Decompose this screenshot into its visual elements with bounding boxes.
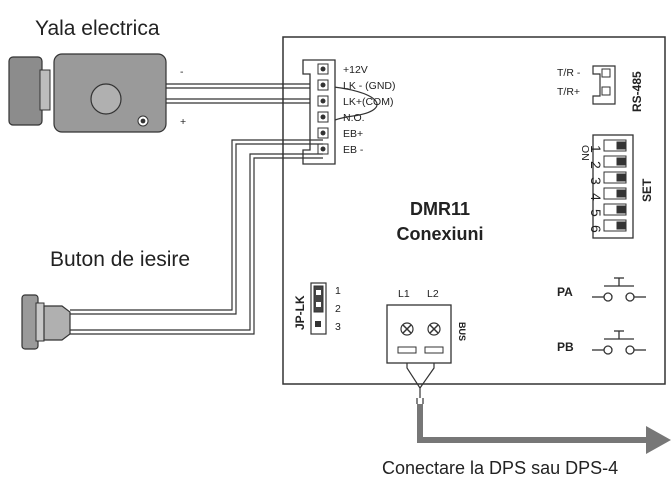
dip-number-6: 6: [588, 225, 604, 233]
rs485-connector: [592, 65, 616, 105]
terminal-pins: [317, 63, 329, 155]
lock-title: Yala electrica: [35, 17, 160, 40]
rs485-pin-plus: T/R+: [557, 86, 580, 98]
bus-pin-l1: L1: [398, 288, 410, 300]
jp-lk-jumper: [310, 282, 327, 335]
exit-button-device: [21, 294, 71, 350]
lock-wires: [166, 83, 378, 126]
exit-button-title: Buton de iesire: [50, 248, 190, 271]
bus-title: BUS: [457, 322, 467, 341]
pin-label-lk-gnd: LK - (GND): [343, 80, 396, 92]
board-subtitle: Conexiuni: [396, 224, 483, 244]
board-model: DMR11: [410, 199, 470, 219]
exit-button-wires: [70, 139, 323, 335]
jumper-pin-3: 3: [335, 321, 341, 333]
rs485-pin-minus: T/R -: [557, 67, 581, 79]
jumper-pin-1: 1: [335, 285, 341, 297]
dip-number-2: 2: [588, 161, 604, 169]
rs485-title: RS-485: [630, 71, 644, 112]
direction-arrow: [417, 404, 671, 454]
electric-lock: [8, 53, 167, 133]
footer-caption: Conectare la DPS sau DPS-4: [382, 458, 618, 478]
pin-label-eb-plus: EB+: [343, 128, 363, 140]
pb-pushbutton: [592, 330, 646, 355]
dip-switch-title: SET: [640, 178, 654, 202]
dip-number-1: 1: [588, 145, 604, 153]
pa-label: PA: [557, 285, 573, 299]
jumper-pin-2: 2: [335, 303, 341, 315]
bus-terminal: [386, 304, 452, 364]
lock-plus-label: +: [180, 116, 186, 128]
pin-label-lk-com: LK+(COM): [343, 96, 393, 108]
pin-label-eb-minus: EB -: [343, 144, 364, 156]
dip-number-5: 5: [588, 209, 604, 217]
bus-cable: [406, 363, 435, 404]
dip-number-3: 3: [588, 177, 604, 185]
pb-label: PB: [557, 340, 574, 354]
jumper-title: JP-LK: [293, 295, 307, 330]
terminal-block: [302, 59, 336, 165]
pa-pushbutton: [592, 277, 646, 302]
dip-on-label: ON: [579, 145, 591, 161]
bus-pin-l2: L2: [427, 288, 439, 300]
lock-minus-label: -: [180, 66, 184, 78]
dip-number-4: 4: [588, 193, 604, 201]
dip-switch: [592, 134, 634, 239]
pin-label-no: N.O.: [343, 112, 365, 124]
pin-label-12v: +12V: [343, 64, 368, 76]
